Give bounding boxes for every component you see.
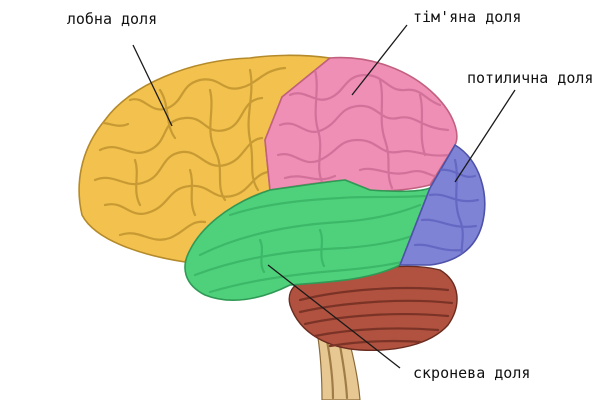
temporal-lobe: [184, 179, 432, 301]
occipital-lobe: [398, 143, 486, 266]
label-temporal-lobe: скронева доля: [413, 364, 530, 382]
label-occipital-lobe: потилична доля: [467, 69, 593, 87]
leader-line-parietal: [351, 24, 408, 96]
cerebellum-folia: [298, 286, 454, 348]
leader-line-occipital: [454, 89, 516, 183]
label-frontal-lobe: лобна доля: [67, 10, 157, 28]
label-parietal-lobe: тім'яна доля: [413, 8, 521, 26]
leader-line-temporal: [267, 264, 401, 369]
frontal-lobe: [78, 54, 332, 263]
leader-line-frontal: [132, 44, 173, 127]
